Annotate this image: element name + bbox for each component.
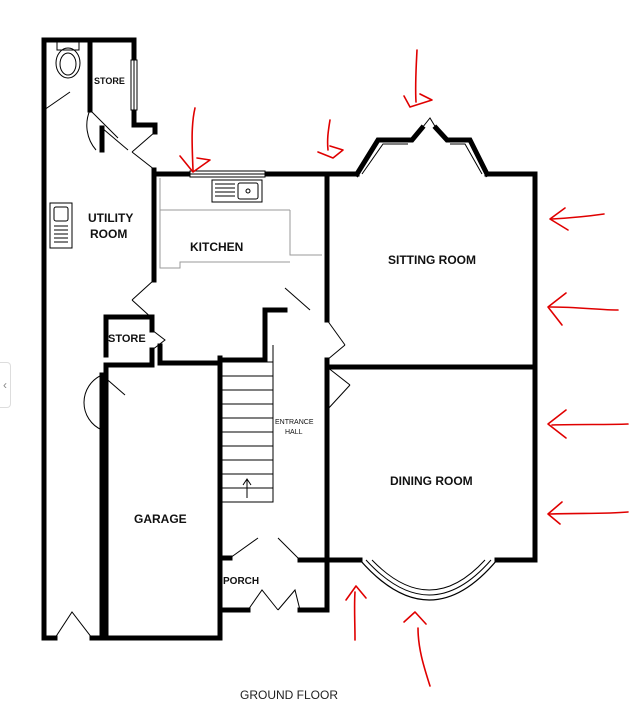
label-entrance: ENTRANCE [275, 419, 314, 426]
chevron-left-icon[interactable]: ‹ [0, 362, 11, 408]
windows [130, 59, 498, 601]
arrow-dining-lower [547, 501, 629, 525]
arrow-bay-center [403, 611, 431, 687]
label-garage: GARAGE [134, 512, 187, 526]
kitchen-sink-icon [211, 179, 263, 203]
outer-walls [41, 37, 538, 641]
label-utility-room-1: UTILITY [88, 211, 133, 225]
arrow-dining-upper [547, 409, 629, 439]
label-porch: PORCH [223, 576, 259, 587]
label-store-top: STORE [94, 76, 125, 86]
interior-walls [41, 92, 538, 613]
label-hall: HALL [285, 429, 303, 436]
red-annotations [179, 49, 629, 687]
sink-icon [49, 202, 73, 249]
label-utility-room-2: ROOM [90, 227, 127, 241]
arrow-sitting-upper [549, 207, 605, 231]
label-store-mid: STORE [108, 333, 146, 345]
label-dining-room: DINING ROOM [390, 474, 473, 488]
door-swings [43, 91, 437, 639]
arrow-kitchen-roof [317, 119, 344, 159]
staircase [221, 361, 274, 503]
arrow-bay-left [345, 585, 367, 641]
toilet-icon [55, 41, 81, 79]
plan-caption: GROUND FLOOR [240, 688, 338, 702]
fixtures [49, 41, 274, 503]
arrow-sitting-lower [547, 292, 619, 326]
label-kitchen: KITCHEN [190, 240, 243, 254]
room-labels: STORE UTILITY ROOM KITCHEN SITTING ROOM … [88, 76, 476, 587]
arrow-kitchen-window [179, 107, 211, 173]
kitchen-counter [159, 178, 322, 269]
arrow-bay-top [403, 49, 433, 108]
label-sitting-room: SITTING ROOM [388, 253, 476, 267]
